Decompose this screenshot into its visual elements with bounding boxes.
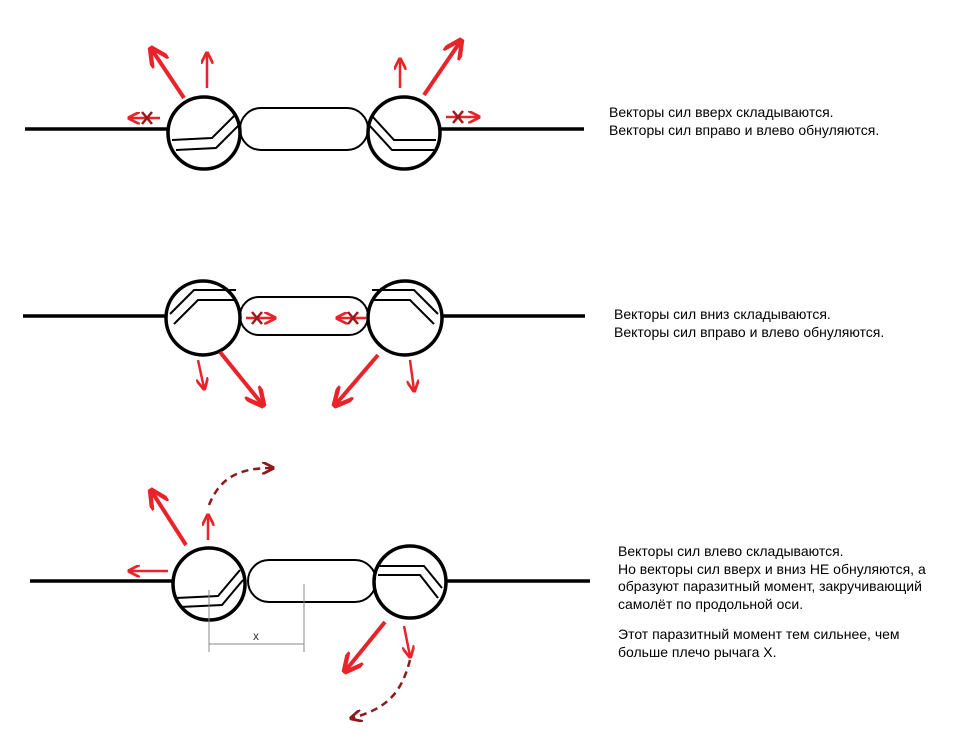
thrust-down-right-arrow [336, 353, 380, 404]
panel-3-note: Этот паразитный момент тем сильнее, чем … [618, 626, 900, 660]
left-propeller [166, 95, 242, 171]
thrust-right-prop-arrow [346, 620, 387, 670]
right-propeller [372, 544, 448, 620]
thrust-left-prop-arrow [152, 492, 188, 547]
left-propeller [171, 546, 247, 622]
panel-1-caption: Векторы сил вверх складываются. Векторы … [609, 104, 880, 138]
thrust-down-left-arrow [218, 350, 262, 404]
cancel-mark-icon [452, 110, 464, 124]
panel-2 [23, 279, 585, 404]
thrust-up-left-arrow [152, 50, 186, 100]
panel-3-caption: Векторы сил влево складываются. Но векто… [618, 543, 926, 612]
lever-arm-label: x [253, 629, 259, 643]
lever-arm-dimension: x [208, 584, 305, 652]
down-component-right-arrow [410, 359, 414, 390]
right-propeller [366, 279, 444, 357]
cancel-mark-icon [251, 311, 263, 325]
down-component-left-arrow [198, 359, 204, 388]
roll-moment-down-arrow [352, 659, 412, 718]
cancel-mark-icon [141, 111, 153, 125]
panel-3: x [30, 468, 590, 718]
fuselage [247, 559, 377, 603]
right-propeller [366, 95, 442, 171]
fuselage [239, 107, 369, 151]
panel-1 [25, 42, 584, 171]
down-component-right-arrow [404, 625, 410, 656]
cancel-mark-icon [347, 311, 359, 325]
thrust-up-right-arrow [422, 42, 460, 97]
left-propeller [164, 279, 242, 357]
roll-moment-up-arrow [207, 468, 272, 506]
panel-2-caption: Векторы сил вниз складываются. Векторы с… [614, 306, 885, 340]
